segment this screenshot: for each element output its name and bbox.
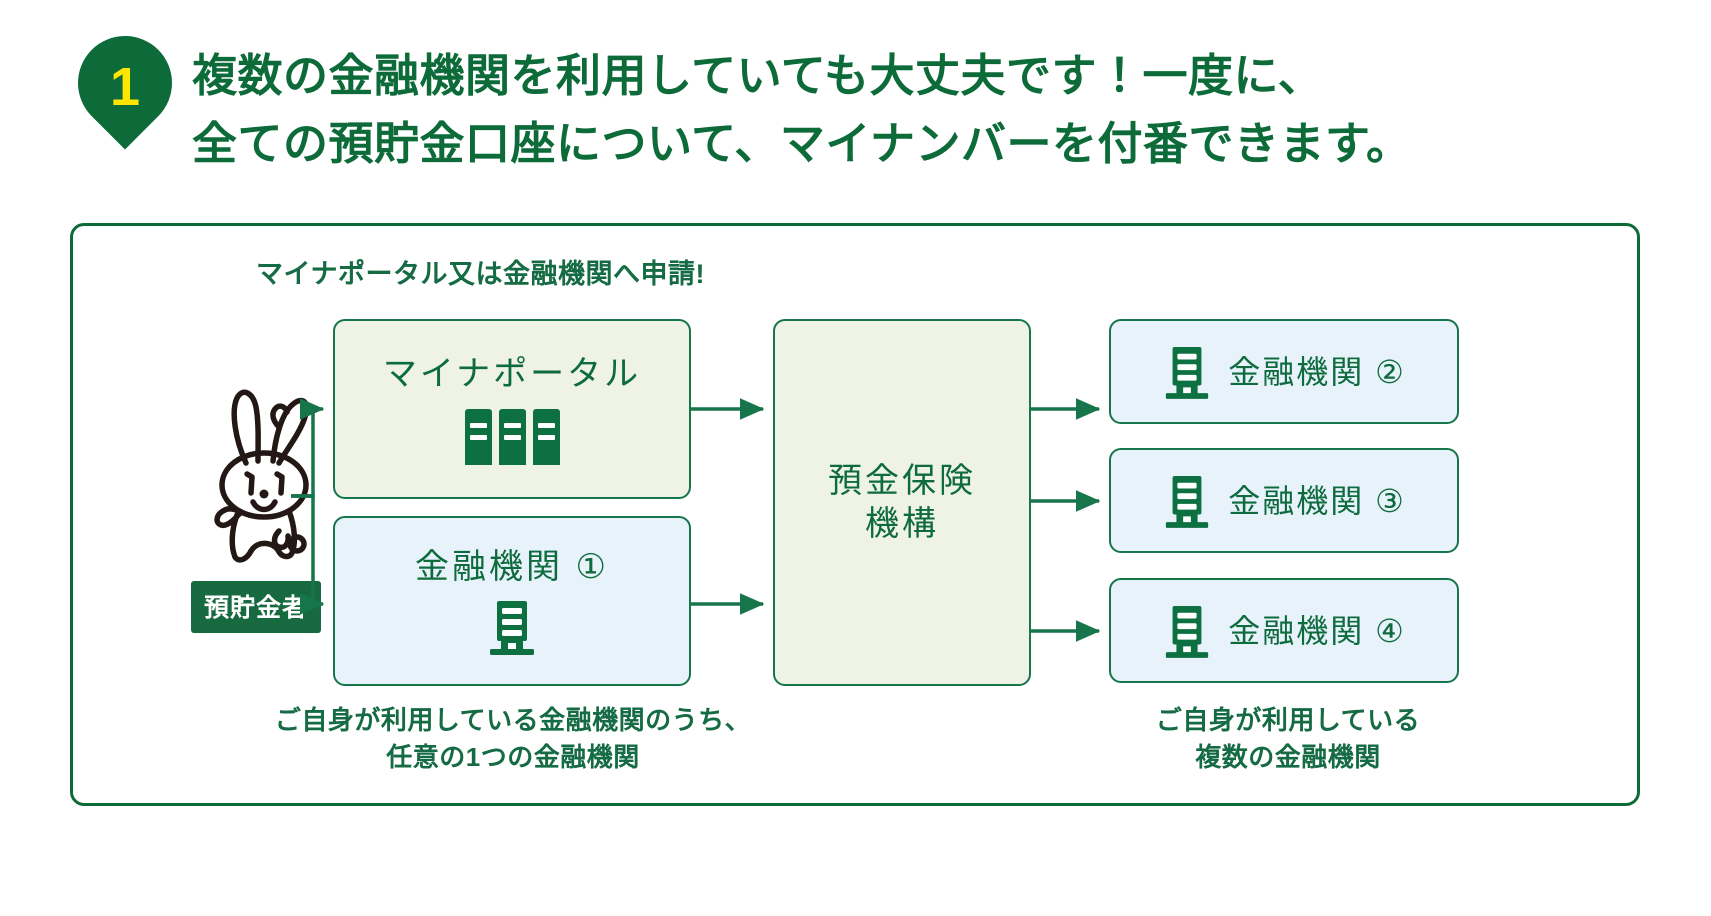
step-number: 1 [109,57,141,117]
caption-left-line-1: ご自身が利用している金融機関のうち、 [274,705,752,735]
node-bank-1-label: 金融機関 ① [415,547,609,586]
caption-right-line-2: 複数の金融機関 [1195,741,1381,772]
bank-building-icon [1162,603,1212,659]
three-server-towers-icon [464,409,560,466]
node-bank-1[interactable]: 金融機関 ① [333,516,691,686]
server-tower-icon [532,409,560,466]
caption-apply-route: マイナポータル又は金融機関へ申請! [256,259,705,289]
rabbit-mascot-icon [201,381,331,566]
step-pin-marker: 1 [58,16,192,164]
caption-right-line-1: ご自身が利用している [1155,705,1421,735]
caption-left-line-2: 任意の1つの金融機関 [386,741,640,772]
headline-line-1: 複数の金融機関を利用していても大丈夫です！一度に、 [192,50,1324,101]
node-bank-3[interactable]: 金融機関 ③ [1109,448,1459,553]
node-bank-3-label: 金融機関 ③ [1228,482,1406,519]
caption-left-note: ご自身が利用している金融機関のうち、 任意の1つの金融機関 [233,702,793,776]
header: 1 複数の金融機関を利用していても大丈夫です！一度に、 全ての預貯金口座について… [0,0,1711,215]
bank-building-icon [486,598,538,656]
diagram-panel: マイナポータル又は金融機関へ申請! [70,223,1640,806]
node-bank-4[interactable]: 金融機関 ④ [1109,578,1459,683]
node-bank-4-label: 金融機関 ④ [1228,612,1406,649]
node-myna-portal-label: マイナポータル [382,354,642,393]
headline-line-2: 全ての預貯金口座について、マイナンバーを付番できます。 [192,118,1412,170]
bank-building-icon [1162,473,1212,529]
caption-right-note: ご自身が利用している 複数の金融機関 [1103,702,1473,776]
node-dicj-label-line1: 預金保険 [828,462,976,500]
server-tower-icon [498,409,526,466]
node-deposit-insurance-corp[interactable]: 預金保険 機構 [773,319,1031,686]
depositor-badge: 預貯金者 [191,581,322,633]
page-title: 複数の金融機関を利用していても大丈夫です！一度に、 全ての預貯金口座について、マ… [192,42,1672,179]
node-bank-2[interactable]: 金融機関 ② [1109,319,1459,424]
server-tower-icon [464,409,492,466]
node-dicj-label-line2: 機構 [865,504,939,543]
node-bank-2-label: 金融機関 ② [1228,353,1406,390]
node-myna-portal[interactable]: マイナポータル [333,319,691,499]
bank-building-icon [1162,344,1212,400]
